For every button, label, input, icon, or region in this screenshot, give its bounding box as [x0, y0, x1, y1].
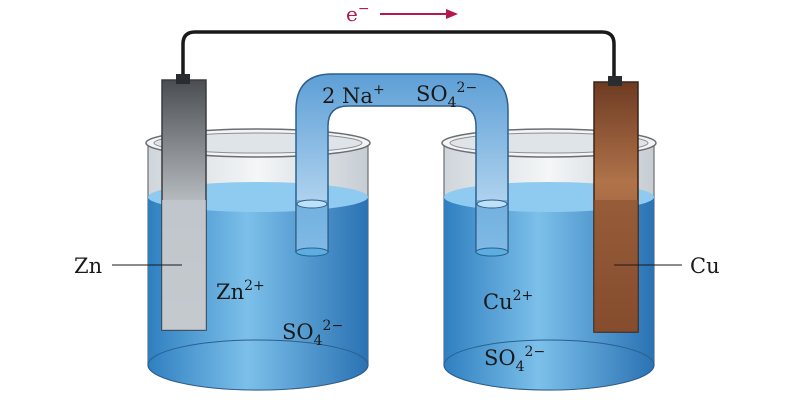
copper-electrode [593, 76, 639, 333]
zinc-electrode [161, 74, 207, 331]
electron-flow-arrow [380, 9, 458, 19]
salt-bridge [295, 73, 509, 257]
external-wire [181, 30, 616, 84]
